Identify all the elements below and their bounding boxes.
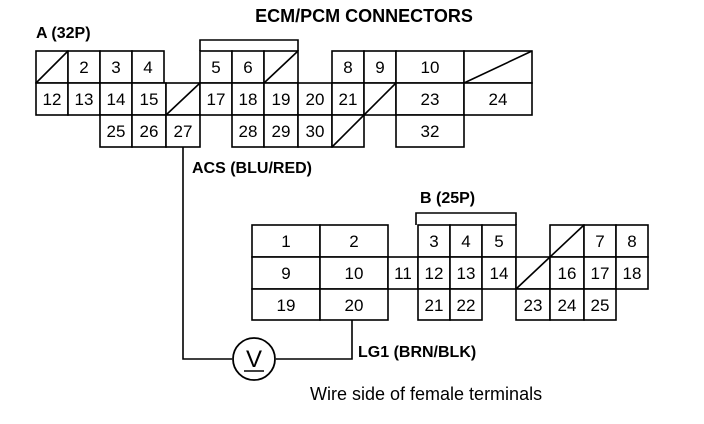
- connector-a-empty-cavity-slash: [463, 50, 533, 84]
- connector-b-terminal-8-label: 8: [627, 232, 636, 251]
- test-lead-acs-wire: [182, 147, 232, 360]
- connector-b-terminal-18-label: 18: [623, 264, 642, 283]
- connector-a-terminal-14: [99, 82, 133, 116]
- connector-a-label: A (32P): [36, 25, 91, 42]
- connector-a-terminal-30: [297, 114, 333, 148]
- connector-b-terminal-20: [319, 288, 389, 321]
- connector-a-terminal-26-label: 26: [140, 122, 159, 141]
- connector-a-terminal-13: [67, 82, 101, 116]
- connector-b-terminal-4: [449, 224, 483, 258]
- connector-b-terminal-1: [251, 224, 321, 258]
- connector-a: 2 3 4 5 6 8 9 10 12 13 14 15 17 18 1: [35, 50, 533, 148]
- connector-b-terminal-22-label: 22: [457, 296, 476, 315]
- connector-b-terminal-14-label: 14: [490, 264, 509, 283]
- connector-a-terminal-19-label: 19: [272, 90, 291, 109]
- connector-a-terminal-6-label: 6: [243, 58, 252, 77]
- connector-b-terminal-11-label: 11: [394, 264, 412, 283]
- connector-b-terminal-9-label: 9: [281, 264, 290, 283]
- connector-a-terminal-15: [131, 82, 167, 116]
- connector-b-empty-cavity-slash: [549, 224, 585, 258]
- connector-b-terminal-17: [583, 256, 617, 290]
- connector-b-terminal-3-label: 3: [429, 232, 438, 251]
- connector-b-terminal-22: [449, 288, 483, 321]
- connector-b-terminal-24-label: 24: [558, 296, 577, 315]
- connector-a-terminal-4-label: 4: [143, 58, 152, 77]
- test-lead-lg1-wire: [276, 320, 353, 360]
- voltmeter-symbol-label: V: [246, 346, 262, 373]
- diagram-title: ECM/PCM CONNECTORS: [255, 6, 473, 26]
- connector-a-terminal-26: [131, 114, 167, 148]
- connector-a-empty-cavity-slash: [165, 82, 201, 116]
- connector-b-terminal-25: [583, 288, 617, 321]
- connector-a-empty-cavity-slash: [331, 114, 365, 148]
- connector-b-label: B (25P): [420, 190, 475, 207]
- connector-a-terminal-25-label: 25: [107, 122, 126, 141]
- connector-a-terminal-29: [263, 114, 299, 148]
- connector-b-terminal-1-label: 1: [281, 232, 290, 251]
- connector-b-terminal-7-label: 7: [595, 232, 604, 251]
- connector-b-terminal-13: [449, 256, 483, 290]
- connector-a-terminal-24: [463, 82, 533, 116]
- connector-b-terminal-17-label: 17: [591, 264, 610, 283]
- connector-a-terminal-32: [395, 114, 465, 148]
- connector-a-terminal-28-label: 28: [239, 122, 258, 141]
- connector-a-terminal-23-label: 23: [421, 90, 440, 109]
- connector-a-terminal-2-label: 2: [79, 58, 88, 77]
- connector-b-terminal-21: [417, 288, 451, 321]
- connector-a-terminal-30-label: 30: [306, 122, 325, 141]
- connector-b-empty-cavity-slash: [515, 256, 551, 290]
- connector-b-terminal-19-label: 19: [277, 296, 296, 315]
- connector-b-terminal-5: [481, 224, 517, 258]
- connector-a-terminal-17-label: 17: [207, 90, 226, 109]
- connector-b-terminal-5-label: 5: [494, 232, 503, 251]
- connector-b-lock-tab: [415, 212, 517, 225]
- connector-b-terminal-23: [515, 288, 551, 321]
- connector-b: 1 2 3 4 5 7 8 9 10 11 12 13 14 16 17 18: [251, 224, 649, 321]
- connector-b-terminal-13-label: 13: [457, 264, 476, 283]
- connector-a-lock-tab: [199, 39, 299, 51]
- connector-a-terminal-27-label: 27: [174, 122, 193, 141]
- connector-a-terminal-13-label: 13: [75, 90, 94, 109]
- voltmeter-icon: V: [232, 337, 276, 381]
- connector-b-terminal-16-label: 16: [558, 264, 577, 283]
- diagram-caption: Wire side of female terminals: [310, 384, 542, 404]
- connector-a-terminal-24-label: 24: [489, 90, 508, 109]
- connector-a-terminal-3-label: 3: [111, 58, 120, 77]
- connector-b-terminal-7: [583, 224, 617, 258]
- connector-a-terminal-2: [67, 50, 101, 84]
- connector-b-terminal-4-label: 4: [461, 232, 470, 251]
- connector-b-terminal-25-label: 25: [591, 296, 610, 315]
- connector-a-terminal-18-label: 18: [239, 90, 258, 109]
- connector-a-terminal-14-label: 14: [107, 90, 126, 109]
- connector-b-terminal-23-label: 23: [524, 296, 543, 315]
- connector-a-terminal-21-label: 21: [339, 90, 358, 109]
- connector-a-terminal-9-label: 9: [375, 58, 384, 77]
- connector-a-terminal-28: [231, 114, 265, 148]
- connector-a-empty-cavity-slash: [363, 82, 397, 116]
- connector-b-terminal-18: [615, 256, 649, 290]
- connector-a-terminal-19: [263, 82, 299, 116]
- connector-a-empty-cavity-slash: [263, 50, 299, 84]
- connector-a-terminal-5-label: 5: [211, 58, 220, 77]
- connector-a-terminal-32-label: 32: [421, 122, 440, 141]
- connector-a-terminal-12-label: 12: [43, 90, 62, 109]
- connector-b-terminal-12-label: 12: [425, 264, 444, 283]
- connector-a-terminal-27: [165, 114, 201, 148]
- connector-b-terminal-10: [319, 256, 389, 290]
- wire-label-acs: ACS (BLU/RED): [192, 160, 312, 177]
- connector-b-terminal-2-label: 2: [349, 232, 358, 251]
- wire-label-lg1: LG1 (BRN/BLK): [358, 344, 476, 361]
- connector-a-terminal-20-label: 20: [306, 90, 325, 109]
- connector-a-terminal-12: [35, 82, 69, 116]
- connector-b-terminal-16: [549, 256, 585, 290]
- connector-a-empty-cavity-slash: [35, 50, 69, 84]
- connector-b-terminal-20-label: 20: [345, 296, 364, 315]
- connector-b-terminal-21-label: 21: [425, 296, 444, 315]
- connector-a-terminal-29-label: 29: [272, 122, 291, 141]
- connector-a-terminal-15-label: 15: [140, 90, 159, 109]
- connector-b-terminal-10-label: 10: [345, 264, 364, 283]
- connector-a-terminal-8-label: 8: [343, 58, 352, 77]
- connector-a-terminal-10-label: 10: [421, 58, 440, 77]
